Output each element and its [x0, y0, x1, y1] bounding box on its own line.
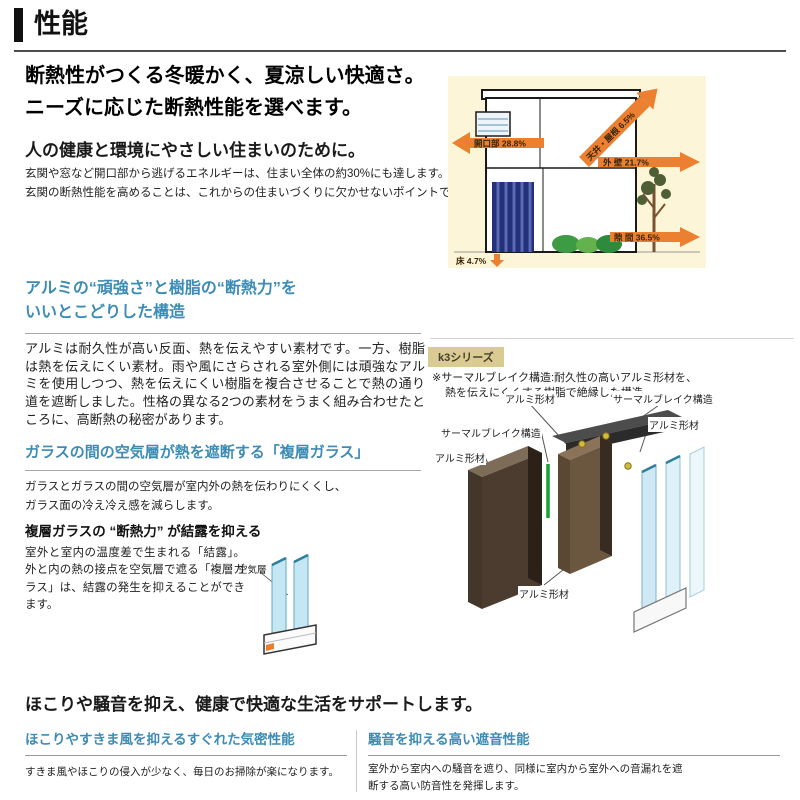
glass-body-line-2: ガラス面の冷え冷え感を減らします。 [25, 500, 220, 512]
intro-body-line-1: 玄関や窓など開口部から逃げるエネルギーは、住まい全体の約30%にも達します。 [25, 168, 450, 180]
fasteners [578, 432, 632, 470]
alumi-section-body: アルミは耐久性が高い反面、熱を伝えやすい素材です。一方、樹脂は熱を伝えにくい素材… [25, 341, 425, 427]
callout-thermal-top: サーマルブレイク構造 [612, 391, 714, 406]
glass-sub-heading: 複層ガラスの “断熱力” が結露を抑える [25, 524, 262, 539]
outer-wall-label: 外 壁 21.7% [602, 158, 649, 168]
thermal-diagram-top-rule [430, 338, 794, 339]
floor-label: 床 4.7% [456, 256, 487, 266]
thermal-note-line-1: ※サーマルブレイク構造:耐久性の高いアルミ形材を、 [432, 372, 697, 384]
heat-loss-house-diagram: 天井・屋根 6.5% 開口部 28.8% 外 壁 21.7% 隙 間 36.5%… [448, 76, 706, 268]
intro-body-line-2: 玄関の断熱性能を高めることは、これからの住まいづくりに欠かせないポイントです。 [25, 187, 473, 199]
series-tag: k3シリーズ [428, 347, 504, 367]
glass-panes [641, 446, 705, 616]
airtight-title: ほこりやすきま風を抑えるすぐれた気密性能 [25, 728, 347, 756]
airtight-body: すきま風やほこりの侵入が少なく、毎日のお掃除が楽になります。 [25, 766, 339, 778]
title-divider [14, 50, 786, 52]
callout-alumi-right: アルミ形材 [648, 417, 700, 432]
lead-line-2: ニーズに応じた断熱性能を選べます。 [25, 97, 362, 119]
alumi-heading-line-2: いいとこどりした構造 [25, 304, 186, 321]
glass-section-heading: ガラスの間の空気層が熱を遮断する「複層ガラス」 [25, 441, 421, 471]
alumi-heading-line-1: アルミの“頑強さ”と樹脂の“断熱力”を [25, 280, 297, 297]
arrow-floor: 床 4.7% [456, 254, 504, 267]
callout-alumi-bottom: アルミ形材 [518, 586, 570, 601]
thermal-break-diagram: k3シリーズ ※サーマルブレイク構造:耐久性の高いアルミ形材を、 熱を伝えにくく… [428, 344, 795, 660]
gap-label: 隙 間 36.5% [614, 233, 660, 243]
glazing-bottom-frame [263, 624, 317, 655]
soundproof-body: 室外から室内への騒音を遮り、同様に室内から室外への音漏れを遮断する高い防音性を発… [368, 763, 683, 792]
entrance-door [492, 182, 534, 252]
glass-sub-body: 室外と室内の温度差で生まれる「結露」。外と内の熱の接点を空気層で遮る「複層ガラス… [25, 547, 245, 611]
column-divider [356, 730, 357, 792]
frame-column [558, 436, 612, 574]
support-section-heading: ほこりや騒音を抑え、健康で快適な生活をサポートします。 [25, 695, 483, 714]
callout-alumi-top: アルミ形材 [504, 391, 556, 406]
callout-alumi-left: アルミ形材 [434, 450, 486, 465]
house-illustration [454, 89, 700, 253]
glass-body-line-1: ガラスとガラスの間の空気層が室内外の熱を伝わりにくくし、 [25, 481, 347, 493]
soundproof-title: 騒音を抑える高い遮音性能 [368, 728, 780, 756]
air-layer-label: 空気層 [238, 564, 267, 576]
lead-line-1: 断熱性がつくる冬暖かく、夏涼しい快適さ。 [25, 65, 425, 87]
callout-thermal-left: サーマルブレイク構造 [440, 425, 542, 440]
glazing-panes [271, 553, 309, 639]
door-panel [468, 446, 542, 609]
arrow-outer-wall: 外 壁 21.7% [598, 152, 700, 172]
arrow-gap: 隙 間 36.5% [610, 227, 700, 247]
sill-frame [633, 587, 687, 633]
alumi-section-heading: アルミの“頑強さ”と樹脂の“断熱力”を いいとこどりした構造 [25, 277, 421, 334]
intro-heading: 人の健康と環境にやさしい住まいのために。 [25, 141, 365, 160]
page-title: 性能 [14, 8, 88, 42]
arrow-opening: 開口部 28.8% [452, 132, 544, 154]
double-glazing-diagram: 空気層 [238, 553, 317, 655]
opening-label: 開口部 28.8% [474, 139, 526, 149]
